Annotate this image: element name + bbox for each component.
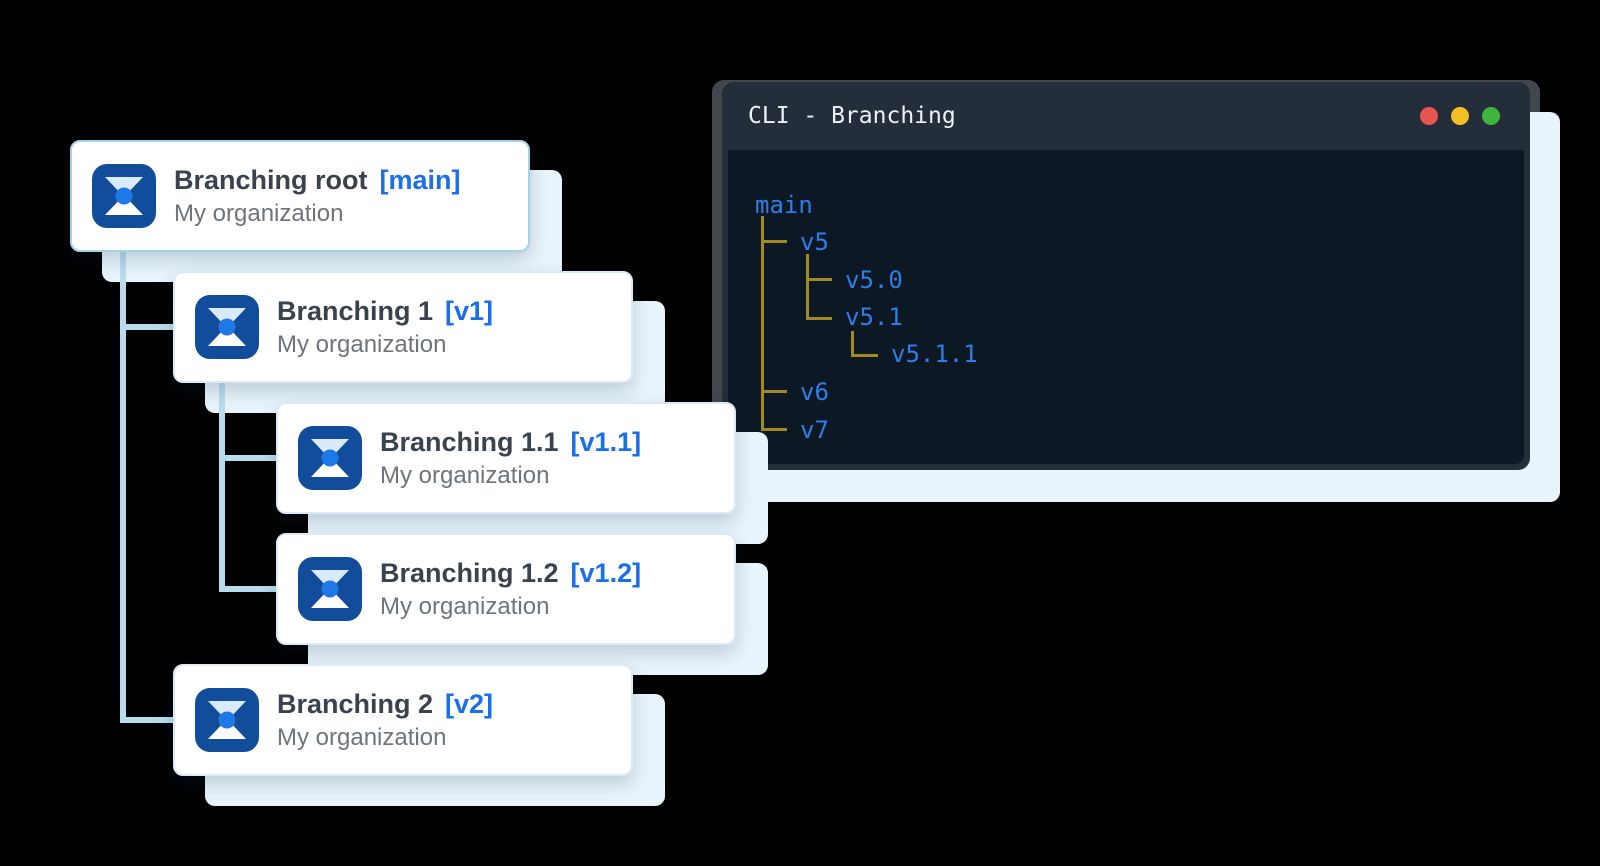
tree-connector-line <box>761 428 787 431</box>
hourglass-icon <box>195 295 259 359</box>
card-version-tag: [v1] <box>445 296 494 326</box>
card-subtitle: My organization <box>174 200 344 227</box>
hourglass-icon <box>298 426 362 490</box>
card-text: Branching 1 [v1] My organization <box>277 295 493 359</box>
tree-connector-line <box>851 331 854 357</box>
hourglass-icon <box>92 164 156 228</box>
card-version-tag: [main] <box>379 165 461 195</box>
tree-branch-label: v5.1 <box>845 303 903 331</box>
tree-card-connector <box>120 252 126 723</box>
tree-card-connector <box>219 586 278 592</box>
tree-card-connector <box>219 383 225 592</box>
hourglass-icon <box>195 688 259 752</box>
branch-card[interactable]: Branching 1.1 [v1.1] My organization <box>276 402 736 514</box>
tree-branch-label: v5 <box>800 228 829 256</box>
hourglass-icon <box>298 557 362 621</box>
card-subtitle: My organization <box>380 462 550 489</box>
card-text: Branching 1.2 [v1.2] My organization <box>380 557 641 621</box>
tree-connector-line <box>761 240 787 243</box>
terminal-window: CLI - Branching <box>722 82 1530 470</box>
card-subtitle: My organization <box>380 593 550 620</box>
card-title: Branching root <box>174 165 368 195</box>
card-title-row: Branching 1.2 [v1.2] <box>380 557 641 589</box>
terminal-body <box>728 150 1524 464</box>
tree-connector-line <box>761 390 787 393</box>
tree-card-connector <box>120 324 175 330</box>
terminal-title: CLI - Branching <box>748 103 956 129</box>
card-text: Branching root [main] My organization <box>174 164 461 228</box>
card-title-row: Branching 1.1 [v1.1] <box>380 426 641 458</box>
branch-card[interactable]: Branching 1 [v1] My organization <box>173 271 633 383</box>
tree-branch-label: v5.1.1 <box>891 340 978 368</box>
card-title: Branching 2 <box>277 689 434 719</box>
card-title: Branching 1.2 <box>380 558 559 588</box>
card-version-tag: [v2] <box>445 689 494 719</box>
card-subtitle: My organization <box>277 331 447 358</box>
traffic-lights <box>1420 107 1500 125</box>
traffic-light-close[interactable] <box>1420 107 1438 125</box>
tree-card-connector <box>120 717 175 723</box>
tree-branch-label: v7 <box>800 416 829 444</box>
traffic-light-maximize[interactable] <box>1482 107 1500 125</box>
card-subtitle: My organization <box>277 724 447 751</box>
tree-branch-label: v6 <box>800 378 829 406</box>
card-title: Branching 1 <box>277 296 434 326</box>
card-text: Branching 1.1 [v1.1] My organization <box>380 426 641 490</box>
tree-connector-line <box>806 317 832 320</box>
branch-card[interactable]: Branching 1.2 [v1.2] My organization <box>276 533 736 645</box>
tree-branch-label: main <box>755 191 813 219</box>
card-title-row: Branching 1 [v1] <box>277 295 493 327</box>
tree-card-connector <box>219 455 278 461</box>
tree-connector-line <box>806 254 809 320</box>
tree-branch-label: v5.0 <box>845 266 903 294</box>
terminal-titlebar: CLI - Branching <box>722 82 1530 150</box>
tree-connector-line <box>761 216 764 431</box>
card-title-row: Branching 2 [v2] <box>277 688 493 720</box>
card-version-tag: [v1.1] <box>570 427 642 457</box>
tree-connector-line <box>851 354 878 357</box>
card-title-row: Branching root [main] <box>174 164 461 196</box>
traffic-light-minimize[interactable] <box>1451 107 1469 125</box>
card-title: Branching 1.1 <box>380 427 559 457</box>
card-text: Branching 2 [v2] My organization <box>277 688 493 752</box>
branch-card[interactable]: Branching root [main] My organization <box>70 140 530 252</box>
tree-connector-line <box>806 278 832 281</box>
branch-card[interactable]: Branching 2 [v2] My organization <box>173 664 633 776</box>
card-version-tag: [v1.2] <box>570 558 642 588</box>
